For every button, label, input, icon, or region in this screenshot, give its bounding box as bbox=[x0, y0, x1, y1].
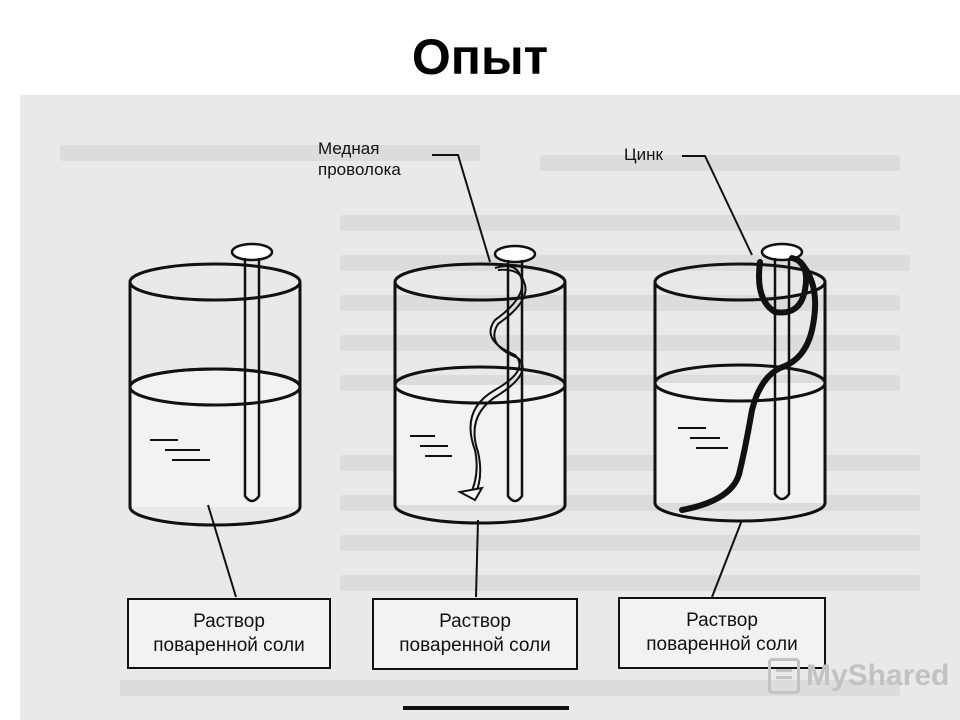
copper-wire bbox=[456, 265, 527, 502]
copper-wire-label: Медная проволока bbox=[318, 138, 401, 180]
liquid-marks-2 bbox=[410, 435, 452, 457]
liquid-marks-1 bbox=[150, 439, 210, 461]
background-text-ghost bbox=[340, 535, 920, 551]
watermark: MyShared bbox=[768, 658, 949, 694]
liquid-marks-3 bbox=[678, 427, 728, 449]
background-text-ghost bbox=[540, 155, 900, 171]
background-text-ghost bbox=[340, 335, 900, 351]
copper-label-line1: Медная bbox=[318, 139, 380, 158]
box-3-line2: поваренной соли bbox=[646, 634, 798, 655]
box-1-line2: поваренной соли bbox=[153, 634, 305, 656]
nail-2 bbox=[493, 244, 537, 503]
solution-box-3: Раствор поваренной соли bbox=[618, 597, 826, 669]
background-text-ghost bbox=[120, 680, 900, 696]
background-text-ghost bbox=[340, 255, 910, 271]
beaker-3 bbox=[653, 262, 827, 523]
zinc-label: Цинк bbox=[624, 145, 663, 164]
box-1-line1: Раствор bbox=[193, 610, 265, 632]
solution-box-1: Раствор поваренной соли bbox=[127, 598, 331, 669]
background-text-ghost bbox=[340, 575, 920, 591]
presentation-icon bbox=[768, 658, 800, 694]
box-3-line1: Раствор bbox=[686, 610, 758, 631]
copper-label-line2: проволока bbox=[318, 160, 401, 179]
box-2-line2: поваренной соли bbox=[399, 635, 551, 656]
beaker-2 bbox=[393, 262, 567, 525]
leader-lines bbox=[207, 154, 753, 598]
background-text-ghost bbox=[60, 145, 480, 161]
watermark-text: MyShared bbox=[806, 659, 950, 692]
zinc-strip bbox=[679, 255, 819, 513]
box-2-line1: Раствор bbox=[439, 611, 511, 632]
beaker-1 bbox=[128, 262, 302, 527]
slide-title: Опыт bbox=[411, 29, 549, 85]
solution-box-2: Раствор поваренной соли bbox=[372, 598, 578, 670]
nail-1 bbox=[230, 242, 274, 503]
bottom-rule bbox=[403, 706, 569, 710]
